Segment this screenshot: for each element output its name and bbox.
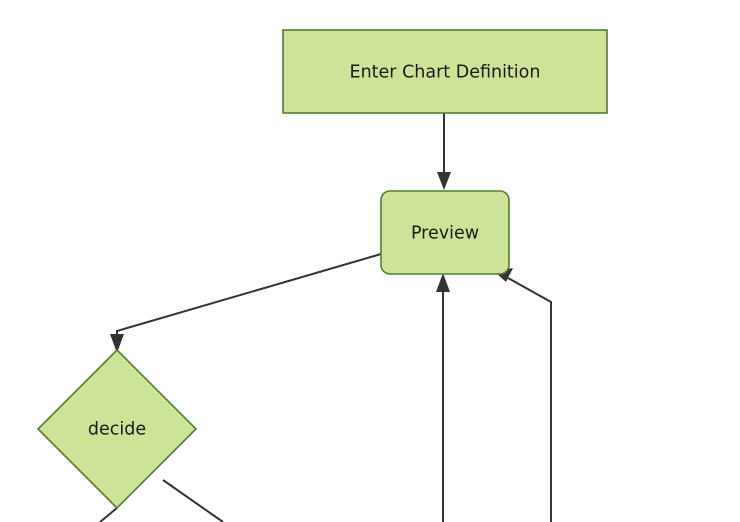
edge-decide-out-left [99, 507, 118, 522]
edge-return-right-to-preview [494, 268, 552, 522]
node-shape-rectangle[interactable] [282, 29, 608, 114]
edge-enter-to-preview [437, 113, 451, 190]
edge-line [162, 479, 224, 522]
edge-line [116, 253, 382, 342]
node-label-decide: decide [88, 420, 146, 440]
node-shape-rounded-rectangle[interactable] [380, 190, 510, 275]
arrowhead-icon [437, 172, 451, 190]
node-decide[interactable]: decide [36, 348, 198, 510]
edge-line [507, 277, 552, 522]
node-label-preview: Preview [411, 224, 479, 244]
arrowhead-icon [110, 334, 124, 353]
edge-decide-out-right [162, 479, 224, 522]
node-shape-diamond[interactable] [36, 348, 198, 510]
node-label-enter-chart-definition: Enter Chart Definition [350, 63, 541, 83]
edge-line [99, 507, 118, 522]
node-preview[interactable]: Preview [380, 190, 510, 275]
arrowhead-icon [436, 273, 450, 292]
node-enter-chart-definition[interactable]: Enter Chart Definition [282, 29, 608, 114]
edge-return-center-to-preview [436, 273, 450, 522]
edge-preview-to-decide [110, 253, 382, 353]
